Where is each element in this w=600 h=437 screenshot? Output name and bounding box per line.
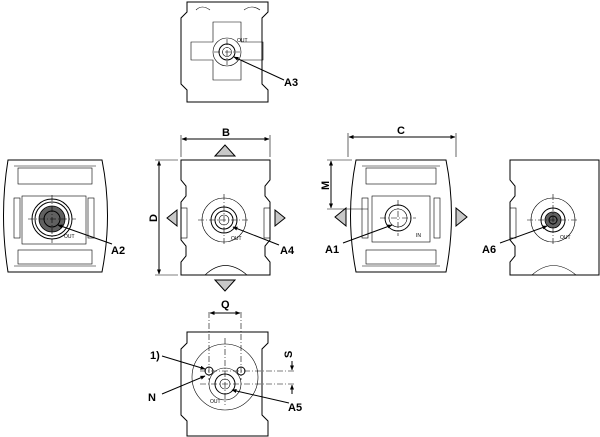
dimension-d: D: [148, 214, 160, 222]
dimension-s: S: [283, 351, 295, 358]
inlet-view: IN A1 C M: [320, 125, 468, 273]
dimension-m: M: [320, 181, 332, 190]
note-1: 1): [150, 350, 160, 362]
label-a4: A4: [280, 245, 295, 257]
label-a2: A2: [111, 245, 125, 257]
far-right-view: OUT A6: [482, 159, 600, 276]
dimension-q: Q: [221, 299, 230, 311]
top-out-mark: OUT: [237, 38, 248, 44]
label-a6: A6: [482, 244, 496, 256]
far-right-out-mark: OUT: [560, 235, 571, 241]
left-out-mark: OUT: [64, 234, 75, 240]
bottom-out-mark: OUT: [210, 399, 221, 405]
top-view: OUT A3: [180, 1, 298, 103]
label-a3: A3: [284, 77, 298, 89]
front-out-mark: OUT: [231, 236, 242, 242]
dimension-b: B: [222, 127, 230, 139]
label-n: N: [148, 392, 156, 404]
label-a1: A1: [325, 244, 339, 256]
left-view: OUT A2: [3, 159, 125, 273]
dimension-c: C: [397, 125, 405, 137]
front-view: OUT A4 B D: [148, 127, 295, 292]
inlet-in-mark: IN: [416, 233, 421, 239]
bottom-view: OUT Q S 1) N A5: [148, 299, 302, 437]
label-a5: A5: [288, 402, 302, 414]
